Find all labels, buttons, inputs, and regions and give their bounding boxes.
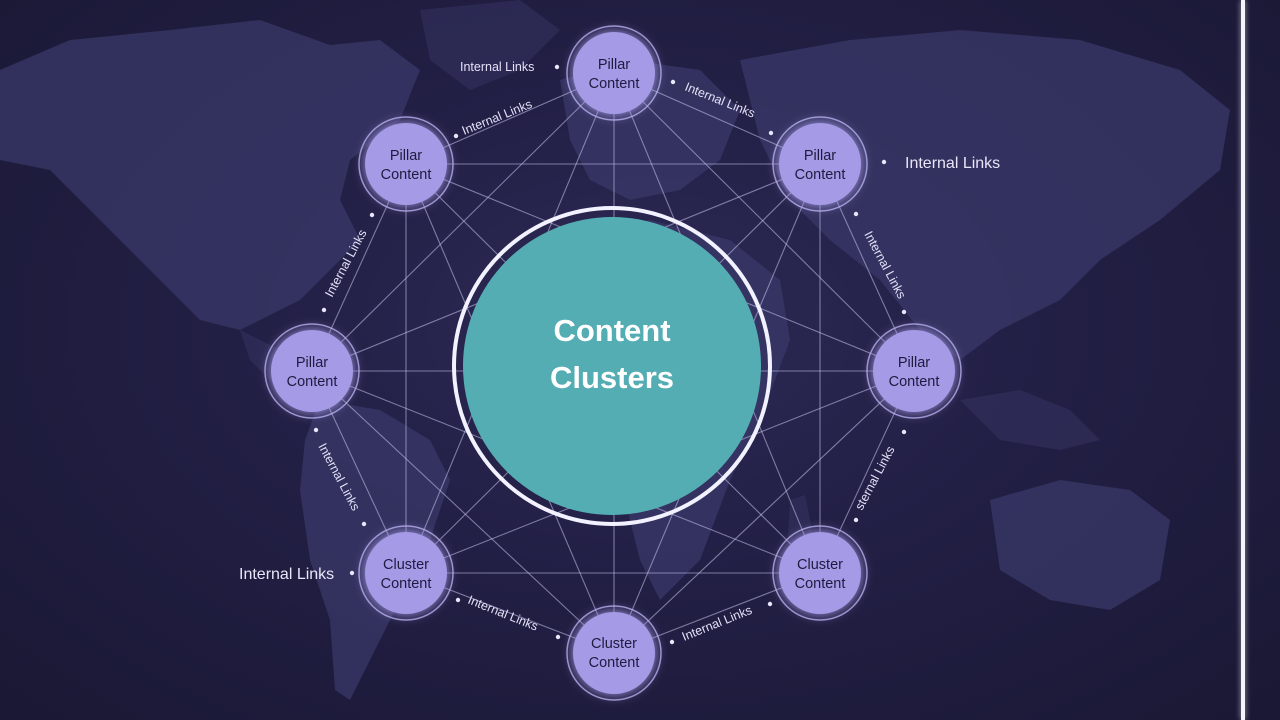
- link-dot: [369, 212, 375, 218]
- edge-line: [613, 72, 915, 372]
- link-label-bottom-left: Internal Links: [466, 593, 540, 634]
- link-dot: [853, 211, 859, 217]
- node-bottom-right-line1: Cluster: [797, 557, 843, 573]
- link-dot: [453, 133, 459, 139]
- link-dot: [670, 79, 676, 85]
- link-dot: [555, 634, 561, 640]
- outer-nodes: Pillar Content Pillar Content Pillar Con…: [264, 25, 962, 701]
- edge-line: [613, 370, 915, 654]
- node-bottom-right-line2: Content: [795, 576, 846, 592]
- node-top-left-line1: Pillar: [390, 148, 422, 164]
- link-dot: [349, 570, 355, 576]
- node-bottom-left-line2: Content: [381, 576, 432, 592]
- center-ring: [452, 206, 772, 526]
- link-dot: [768, 130, 774, 136]
- node-left-line2: Content: [287, 374, 338, 390]
- node-left-line1: Pillar: [296, 355, 328, 371]
- node-bottom-line2: Content: [589, 655, 640, 671]
- node-left: Pillar Content: [264, 323, 360, 419]
- node-top-right-line1: Pillar: [804, 148, 836, 164]
- link-dot: [881, 159, 887, 165]
- link-dot: [901, 309, 907, 315]
- link-dot: [767, 601, 773, 607]
- center-label-line1: Content: [553, 313, 670, 348]
- node-top-line1: Pillar: [598, 57, 630, 73]
- node-bottom-line1: Cluster: [591, 636, 637, 652]
- node-right: Pillar Content: [866, 323, 962, 419]
- node-bottom-left-line1: Cluster: [383, 557, 429, 573]
- edge-line: [311, 370, 615, 654]
- center-label-line2: Clusters: [550, 360, 674, 395]
- node-top-line2: Content: [589, 76, 640, 92]
- node-top-right: Pillar Content: [772, 116, 868, 212]
- link-label-top-left-outer: Internal Links: [460, 60, 534, 74]
- link-dot: [853, 517, 859, 523]
- link-dot: [321, 307, 327, 313]
- link-dot: [554, 64, 560, 70]
- link-label-right-outer: Internal Links: [905, 155, 1000, 172]
- node-top-left: Pillar Content: [358, 116, 454, 212]
- map-greenland: [420, 0, 560, 90]
- link-label-left-outer: Internal Links: [239, 566, 334, 583]
- link-dot: [455, 597, 461, 603]
- edge-line: [311, 72, 615, 372]
- node-right-line1: Pillar: [898, 355, 930, 371]
- link-label-top-left: Internal Links: [460, 97, 534, 138]
- node-top-left-line2: Content: [381, 167, 432, 183]
- link-dot: [361, 521, 367, 527]
- map-north-america: [0, 20, 420, 330]
- link-dot: [669, 639, 675, 645]
- link-dot: [901, 429, 907, 435]
- center-hub: Content Clusters: [452, 206, 772, 526]
- node-right-line2: Content: [889, 374, 940, 390]
- content-cluster-diagram: Content Clusters Pillar Content Pillar C…: [0, 0, 1230, 701]
- node-top-right-line2: Content: [795, 167, 846, 183]
- node-bottom-left: Cluster Content: [358, 525, 454, 621]
- map-asia: [740, 30, 1230, 360]
- map-australia: [990, 480, 1170, 610]
- link-dot: [313, 427, 319, 433]
- node-top: Pillar Content: [566, 25, 662, 121]
- node-bottom-right: Cluster Content: [772, 525, 868, 621]
- node-bottom: Cluster Content: [566, 605, 662, 701]
- center-disc: [463, 217, 761, 515]
- map-southeast-asia: [960, 390, 1100, 450]
- right-divider-line: [1241, 0, 1245, 720]
